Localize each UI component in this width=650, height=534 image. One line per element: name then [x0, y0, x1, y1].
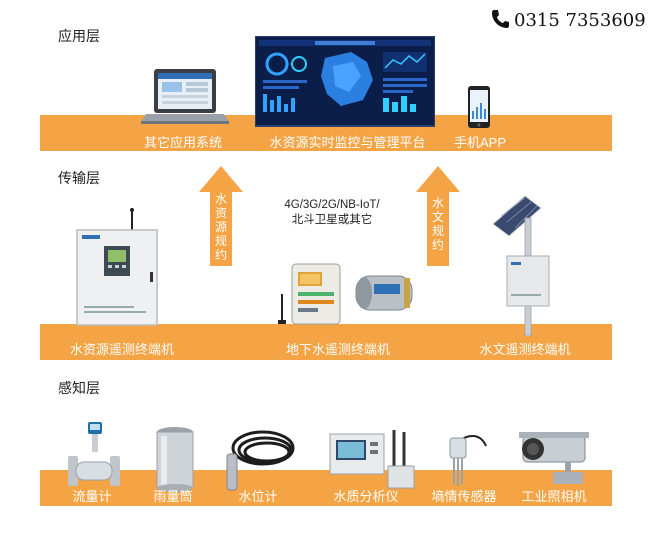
sensor-industrial-camera: 工业照相机	[521, 489, 587, 504]
smartphone-image	[468, 86, 490, 128]
water-level-meter-image	[226, 430, 295, 491]
phone-number: 0315 7353609	[514, 10, 646, 31]
layer-title-transport: 传输层	[58, 170, 100, 186]
right-protocol-label: 水文规约	[431, 196, 444, 252]
laptop-image	[141, 69, 229, 124]
perception-band	[40, 470, 612, 506]
groundwater-terminal-image	[278, 263, 413, 325]
left-protocol-arrow	[199, 166, 243, 266]
network-line-2: 北斗卫星或其它	[291, 214, 373, 226]
network-info: 4G/3G/2G/NB-IoT/ 北斗卫星或其它	[262, 198, 402, 228]
sensor-water-quality: 水质分析仪	[333, 489, 399, 504]
contact-phone: 0315 7353609	[490, 8, 646, 31]
sensor-water-level: 水位计	[238, 489, 278, 504]
app-item-mobile-app: 手机APP	[453, 135, 506, 150]
transport-item-hydrology: 水文遥测终端机	[479, 342, 571, 357]
water-quality-analyzer-image	[329, 430, 415, 489]
phone-icon	[492, 10, 509, 28]
sensor-soil-moisture: 墒情传感器	[431, 489, 497, 504]
monitoring-dashboard-image	[255, 36, 435, 127]
flow-meter-image	[68, 422, 120, 486]
app-item-other-systems: 其它应用系统	[143, 135, 222, 150]
industrial-camera-image	[519, 432, 589, 484]
soil-moisture-sensor-image	[449, 435, 487, 486]
left-protocol-label: 水资源规约	[214, 192, 227, 262]
rain-gauge-image	[156, 427, 194, 492]
transport-item-water-resource: 水资源遥测终端机	[69, 342, 174, 357]
transport-item-groundwater: 地下水遥测终端机	[285, 342, 390, 357]
layer-title-perception: 感知层	[58, 380, 100, 396]
app-item-monitoring-platform: 水资源实时监控与管理平台	[269, 135, 426, 150]
network-line-1: 4G/3G/2G/NB-IoT/	[284, 199, 380, 211]
right-protocol-arrow	[416, 166, 460, 266]
sensor-rain-gauge: 雨量筒	[153, 489, 193, 504]
hydrology-terminal-image	[492, 196, 550, 336]
layer-title-application: 应用层	[58, 28, 100, 44]
transport-band	[40, 324, 612, 360]
sensor-flow-meter: 流量计	[72, 489, 112, 504]
water-resource-terminal-image	[76, 208, 158, 326]
